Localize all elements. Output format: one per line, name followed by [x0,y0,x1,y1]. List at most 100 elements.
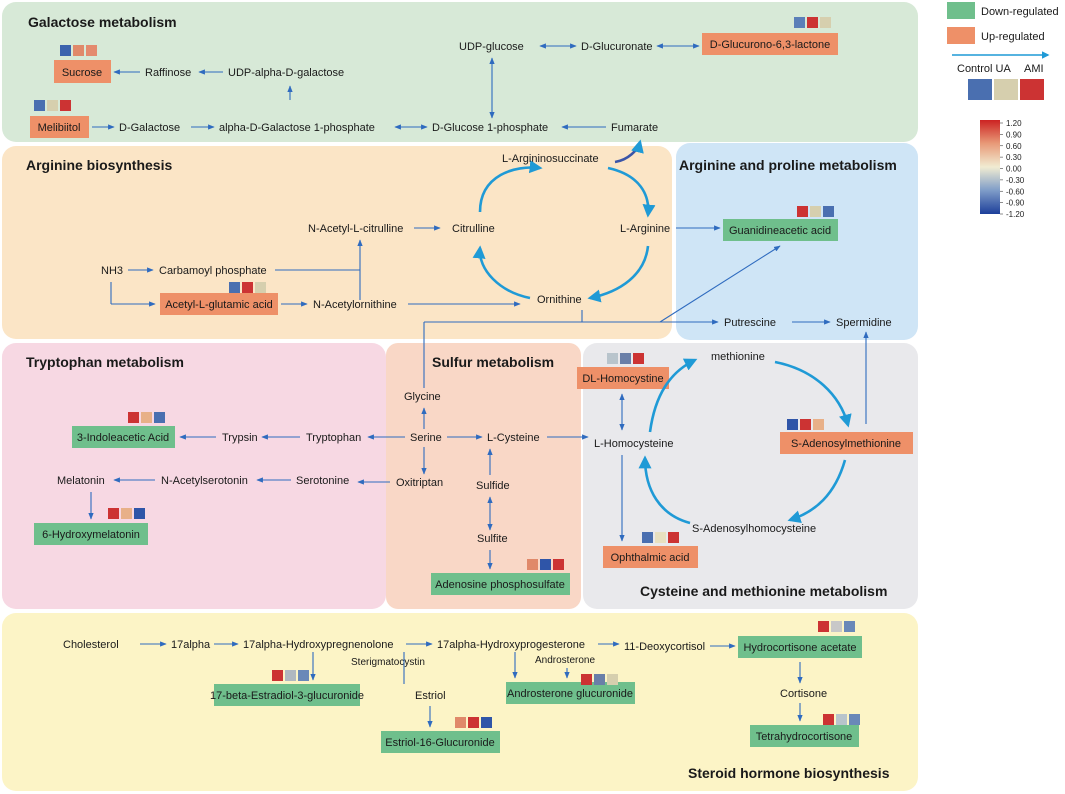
legend-scale-ticks: 1.200.900.600.300.00-0.30-0.60-0.90-1.20 [1000,119,1025,219]
heatmap-dl-homocystine [607,353,644,364]
title-galactose: Galactose metabolism [28,14,177,30]
legend-scale-tick: -0.30 [1006,176,1025,185]
met-carbamoyl-phosphate: Carbamoyl phosphate [159,265,267,277]
label-estradiol-gluc: 17-beta-Estradiol-3-glucuronide [210,690,364,702]
box-tetrahydrocortisone [750,725,859,747]
heat-cell-ua [594,674,605,685]
label-hydrocortisone-acetate: Hydrocortisone acetate [743,642,856,654]
reaction-arrows [88,43,869,728]
heat-cell-control [823,714,834,725]
label-indoleacetic: 3-Indoleacetic Acid [77,432,169,444]
heat-cell-ua [810,206,821,217]
box-hydrocortisone-acetate [738,636,862,658]
box-dl-homocystine [577,367,669,389]
label-dl-homocystine: DL-Homocystine [582,373,663,385]
heatmap-tetrahydrocortisone [823,714,860,725]
heat-cell-ami [813,419,824,430]
box-sam [780,432,913,454]
legend-ua-swatch [994,79,1018,100]
met-nh3: NH3 [101,265,123,277]
heat-cell-ami [60,100,71,111]
title-tryptophan: Tryptophan metabolism [26,354,184,370]
met-n-acetyl-citrulline: N-Acetyl-L-citrulline [308,223,403,235]
met-sulfide: Sulfide [476,480,510,492]
heatmap-guanidino [797,206,834,217]
box-estriol-gluc [381,731,500,753]
title-steroid: Steroid hormone biosynthesis [688,765,890,781]
met-cortisone: Cortisone [780,688,827,700]
met-raffinose: Raffinose [145,67,191,79]
heat-cell-ami [844,621,855,632]
met-arginine: L-Arginine [620,223,670,235]
met-oxitriptan: Oxitriptan [396,477,443,489]
met-n-acetylserotonin: N-Acetylserotonin [161,475,248,487]
heat-cell-ua [121,508,132,519]
heat-cell-control [818,621,829,632]
heat-cell-control [527,559,538,570]
heat-cell-ua [468,717,479,728]
heat-cell-ua [655,532,666,543]
heat-cell-control [607,353,618,364]
heat-cell-ami [849,714,860,725]
label-acetyl-glutamic: Acetyl-L-glutamic acid [165,299,273,311]
box-melibiitol [30,116,89,138]
label-sam: S-Adenosylmethionine [791,438,901,450]
heat-cell-ua [540,559,551,570]
heat-cell-control [787,419,798,430]
legend-up-label: Up-regulated [981,31,1045,43]
title-sulfur: Sulfur metabolism [432,354,554,370]
met-l-cysteine: L-Cysteine [487,432,540,444]
heat-cell-control [34,100,45,111]
heat-cell-control [581,674,592,685]
heatmap-estradiol-gluc [272,670,309,681]
box-ophthalmic [603,546,698,568]
heat-cell-ami [633,353,644,364]
legend-scale-tick: -0.60 [1006,187,1025,196]
heatmap-sam [787,419,824,430]
legend-down-label: Down-regulated [981,6,1059,18]
cycle-arrows [472,139,852,525]
met-tryptophan: Tryptophan [306,432,361,444]
heatmap-adenosine-ps [527,559,564,570]
met-galactose-1-phosphate: alpha-D-Galactose 1-phosphate [219,122,375,134]
heat-cell-ami [86,45,97,56]
heat-cell-control [272,670,283,681]
legend-scale-tick: -0.90 [1006,199,1025,208]
heat-cell-ami [154,412,165,423]
met-serotonine: Serotonine [296,475,349,487]
panel-arginine-biosynthesis [2,146,672,339]
heat-cell-control [455,717,466,728]
box-indoleacetic [72,426,175,448]
heatmap-ophthalmic [642,532,679,543]
label-guanidino: Guanidineacetic acid [729,225,831,237]
heat-cell-control [642,532,653,543]
box-hydroxymel [34,523,148,545]
heatmap-melibiitol [34,100,71,111]
met-serine: Serine [410,432,442,444]
legend-up-swatch [947,27,975,44]
met-putrescine: Putrescine [724,317,776,329]
met-argininosuccinate: L-Argininosuccinate [502,153,599,165]
box-adenosine-ps [431,573,570,595]
legend-scale-tick: 0.30 [1006,153,1022,162]
heat-cell-ua [242,282,253,293]
label-ophthalmic: Ophthalmic acid [611,552,690,564]
heat-cell-ami [134,508,145,519]
met-glucose-1-phosphate: D-Glucose 1-phosphate [432,122,548,134]
heat-cell-ua [285,670,296,681]
heatmap-indoleacetic [128,412,165,423]
met-androsterone: Androsterone [535,655,595,666]
heat-cell-ami [481,717,492,728]
title-arginine-biosynthesis: Arginine biosynthesis [26,157,172,173]
legend-down-swatch [947,2,975,19]
label-tetrahydrocortisone: Tetrahydrocortisone [756,731,853,743]
legend-group-label-ami: AMI [1024,63,1044,75]
legend-ami-swatch [1020,79,1044,100]
met-hydroxypregnenolone: 17alpha-Hydroxypregnenolone [243,639,393,651]
box-androsterone-gluc [506,682,635,704]
panel-steroid [2,613,918,791]
label-androsterone-gluc: Androsterone glucuronide [507,688,633,700]
met-fumarate: Fumarate [611,122,658,134]
heat-cell-control [60,45,71,56]
